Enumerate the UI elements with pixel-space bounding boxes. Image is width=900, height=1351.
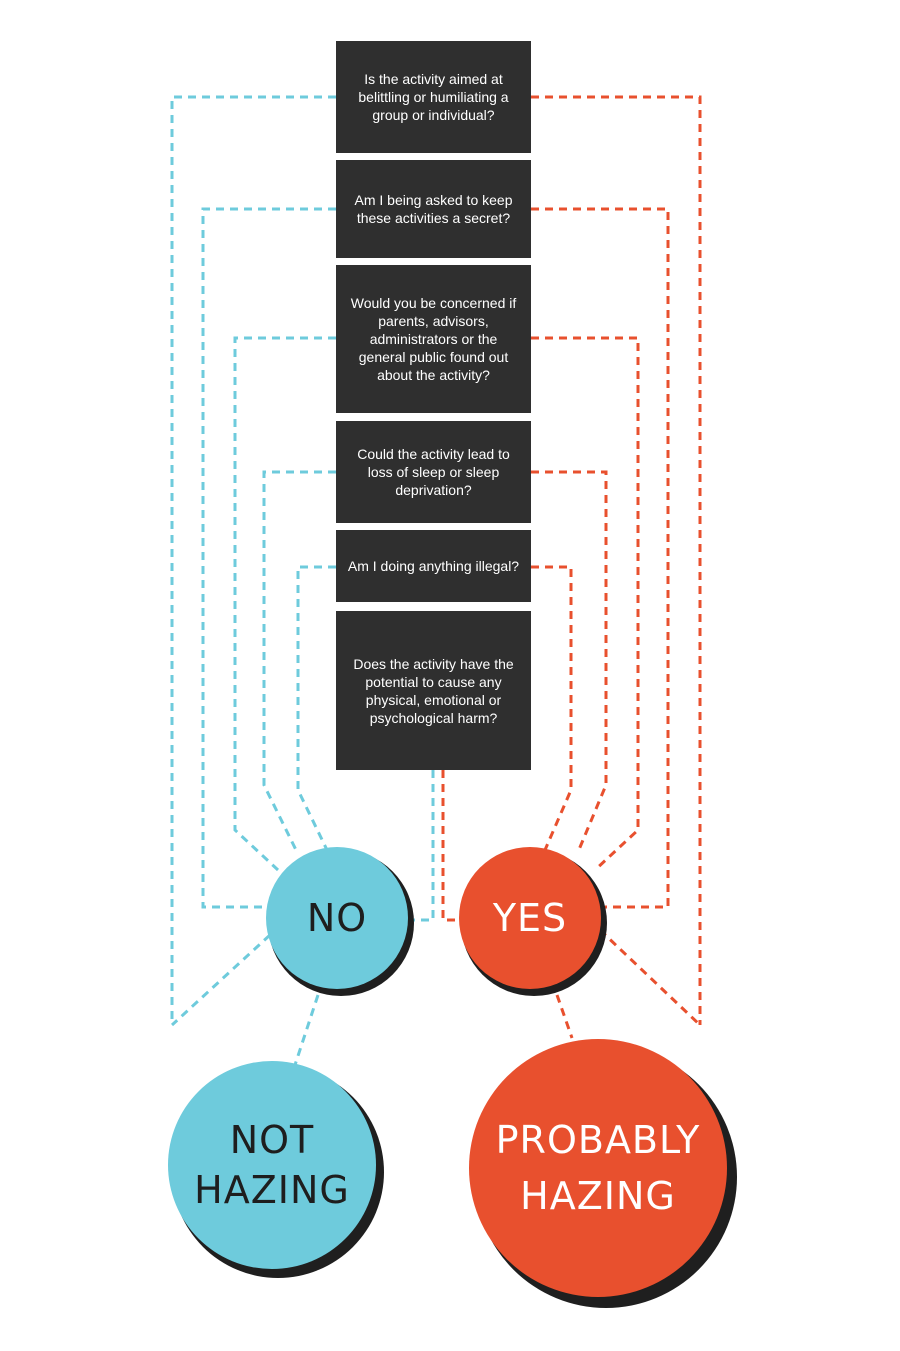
yes-connector-q4 [531,470,608,853]
no-connector-q2 [201,207,336,909]
no-to-outcome-connector [293,994,320,1066]
no-diagonal-connector [170,933,272,1027]
yes-circle [459,847,601,989]
probably-hazing-label: PROBABLY HAZING [495,1118,701,1218]
no-answer-node [266,847,414,996]
no-connector-q5 [296,565,336,851]
no-answer-label: NO [306,896,368,940]
not-hazing-node [168,1061,384,1278]
not-hazing-label: NOT HAZING [194,1118,350,1212]
no-connector-q6 [410,770,435,922]
yes-answer-node [459,847,607,996]
question-box-6: Does the activity have the potential to … [336,611,531,770]
yes-connector-q5 [531,565,573,851]
yes-connectors [441,95,702,1039]
question-box-5: Am I doing anything illegal? [336,530,531,602]
not-hazing-circle [168,1061,376,1269]
no-connectors [170,95,435,1066]
question-box-4: Could the activity lead to loss of sleep… [336,421,531,523]
probably-hazing-circle [469,1039,727,1297]
yes-connector-q1 [531,95,702,1025]
question-box-2: Am I being asked to keep these activitie… [336,160,531,258]
yes-connector-q3 [531,336,640,872]
yes-to-outcome-connector [555,994,574,1039]
yes-answer-label: YES [492,896,568,940]
question-box-3: Would you be concerned if parents, advis… [336,265,531,413]
no-connector-q3 [233,336,336,872]
yes-connector-q6 [441,770,458,922]
yes-diagonal-connector [598,928,702,1027]
probably-hazing-node [469,1039,737,1308]
no-connector-q4 [262,470,336,853]
question-box-1: Is the activity aimed at belittling or h… [336,41,531,153]
no-circle [266,847,408,989]
